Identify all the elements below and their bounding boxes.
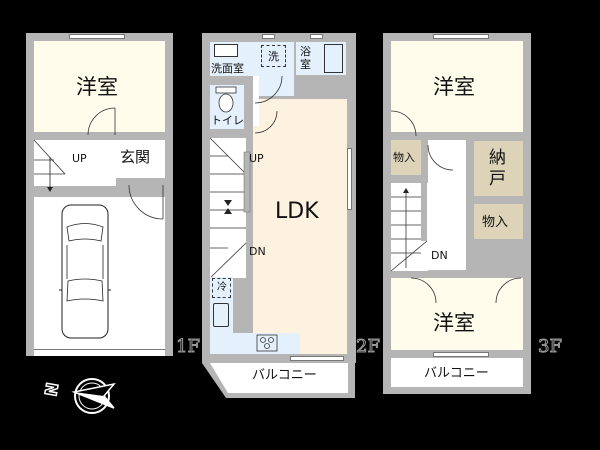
door-2f-hall	[254, 75, 283, 134]
window-1f-top	[69, 34, 125, 39]
stairs-3f-dn-label: DN	[431, 249, 448, 262]
ldk-2f: LDK	[253, 99, 347, 354]
bathroom-2f-label-1: 浴	[300, 45, 311, 58]
stove-icon	[256, 334, 278, 352]
compass-icon	[71, 378, 116, 414]
floor-1f-label: 1F	[176, 336, 201, 358]
room-1f-western: 洋室	[34, 41, 165, 132]
kitchen-counter-bottom-2f	[210, 333, 300, 354]
washing-machine-label: 洗	[268, 50, 279, 63]
car-icon	[59, 204, 111, 339]
wash-basin-icon	[214, 44, 238, 57]
stairs-3f-lines	[390, 183, 428, 272]
door-1f-garage	[128, 184, 164, 220]
room-3f-western-south-label: 洋室	[433, 311, 475, 335]
floor-2f: 洗 洗面室 浴 室 トイレ LDK U	[202, 33, 356, 363]
room-3f-western-south: 洋室	[391, 278, 523, 350]
window-2f-wash	[262, 34, 275, 39]
floor-2f-label: 2F	[356, 336, 381, 358]
washing-machine-space: 洗	[261, 45, 286, 67]
balcony-3f-floor	[391, 358, 523, 387]
stairs-1f	[34, 140, 68, 186]
toilet-2f: トイレ	[210, 85, 244, 129]
toilet-icon	[215, 86, 237, 113]
bathtub-icon	[324, 44, 343, 73]
balcony-3f-label: バルコニー	[424, 366, 489, 381]
room-3f-western-north: 洋室	[391, 41, 523, 132]
window-3f-top	[433, 34, 489, 39]
bathroom-2f-label-2: 室	[300, 58, 311, 71]
balcony-2f	[202, 363, 355, 398]
stairs-1f-up-label: UP	[72, 152, 87, 165]
stairs-2f-up-label: UP	[249, 152, 264, 165]
closet-3f-2: 物入	[474, 204, 523, 239]
stairs-1f-lines	[33, 139, 66, 192]
room-3f-western-north-label: 洋室	[433, 75, 475, 99]
washroom-2f-lower	[259, 76, 294, 96]
window-2f-balcony	[290, 356, 344, 361]
door-3f-north	[390, 110, 417, 137]
hall-1f: UP	[68, 140, 116, 186]
stairs-2f-lines	[209, 137, 251, 279]
toilet-2f-label: トイレ	[211, 114, 244, 127]
storage-3f: 納 戸	[474, 141, 523, 196]
storage-3f-label-2: 戸	[489, 169, 506, 189]
window-3f-balcony	[433, 352, 489, 357]
closet-3f-1-label: 物入	[393, 151, 415, 164]
balcony-2f-label: バルコニー	[252, 368, 317, 383]
floor-3f: 洋室 物入 納 戸 物入 DN 洋室	[383, 33, 531, 358]
window-2f-right	[347, 148, 352, 210]
floor-3f-label: 3F	[538, 336, 563, 358]
door-3f-hall	[427, 144, 454, 171]
floor-1f: 洋室 UP 玄関	[26, 33, 173, 356]
window-2f-bath	[310, 34, 323, 39]
storage-3f-label-1: 納	[489, 148, 506, 168]
entrance-1f: 玄関	[116, 140, 165, 178]
door-1f-western	[87, 107, 116, 136]
sink-icon	[213, 303, 229, 327]
closet-3f-2-label: 物入	[482, 215, 509, 230]
stairs-2f-dn-label: DN	[249, 245, 266, 258]
fridge-label: 冷	[217, 282, 227, 293]
door-3f-south	[410, 277, 522, 304]
entrance-1f-label: 玄関	[120, 148, 151, 166]
ldk-2f-label: LDK	[275, 199, 319, 224]
room-1f-western-label: 洋室	[76, 75, 118, 99]
washroom-2f-label: 洗面室	[211, 62, 244, 75]
bathroom-2f: 浴 室	[296, 42, 346, 75]
closet-3f-1: 物入	[391, 140, 421, 175]
garage-door-1f	[34, 349, 165, 356]
balcony-3f	[383, 358, 531, 394]
hall-2f	[253, 76, 259, 126]
fridge-space: 冷	[212, 278, 231, 298]
washroom-2f: 洗 洗面室	[210, 42, 294, 76]
